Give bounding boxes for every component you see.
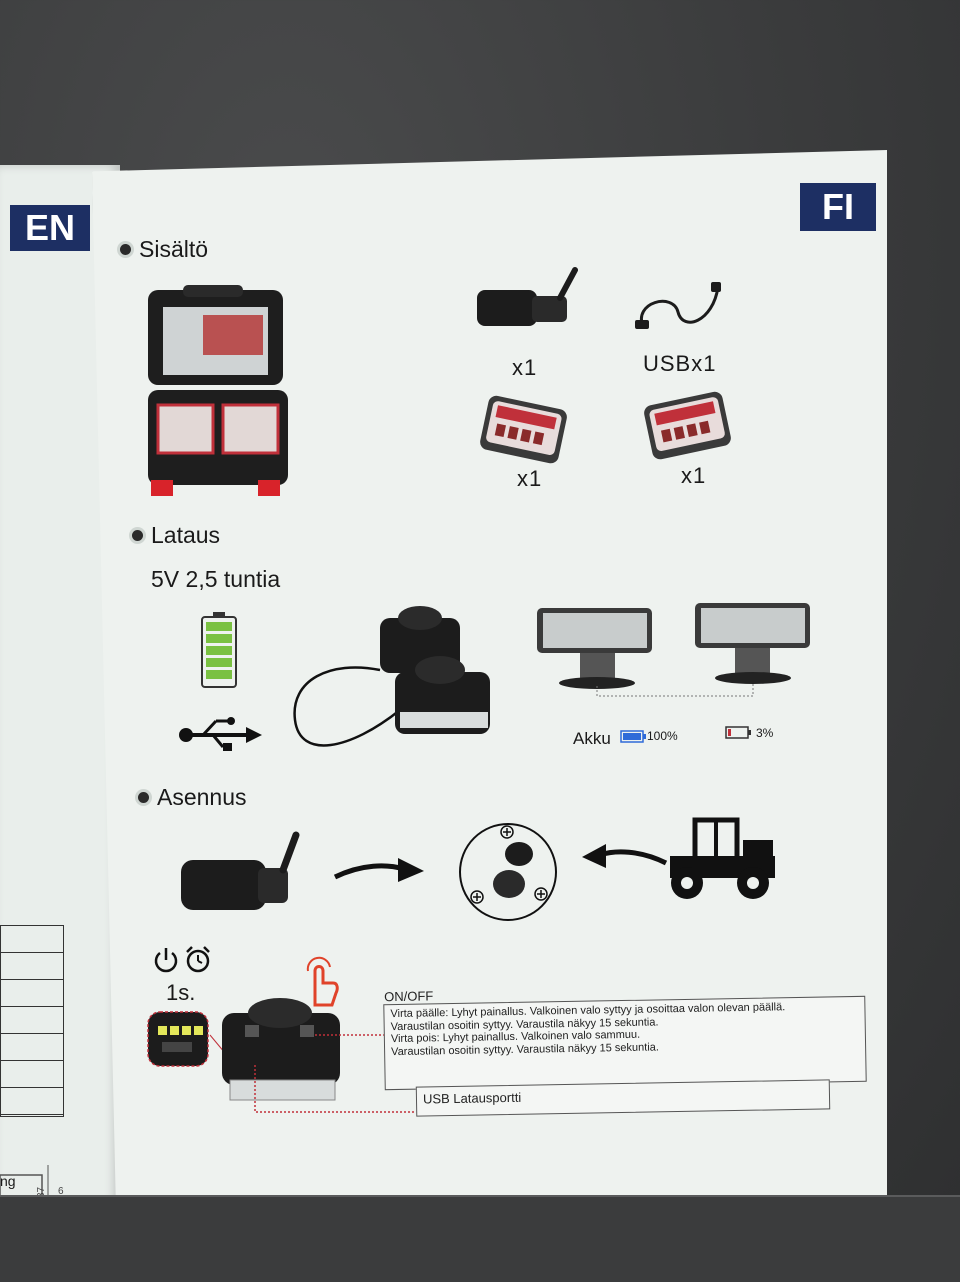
section-heading-installation: Asennus: [138, 784, 247, 811]
carry-case-icon: [148, 285, 288, 496]
battery-full-value: 100%: [647, 729, 678, 743]
press-duration-label: 1s.: [166, 980, 196, 1005]
wireless-plug-icon: [477, 267, 578, 326]
battery-low-icon: [725, 726, 751, 739]
arrow-left-icon: [582, 844, 668, 868]
svg-text:37: 37: [36, 1186, 47, 1198]
light-unit-closeup: [209, 998, 415, 1113]
usb-cable-icon: [635, 282, 721, 329]
section-heading-contents: Sisältö: [120, 236, 208, 263]
en-table: [0, 925, 64, 1117]
language-badge-en: EN: [10, 205, 90, 251]
usb-port-label: USB Latausportti: [422, 1089, 522, 1107]
onoff-title: ON/OFF: [384, 988, 434, 1005]
bullet-icon: [138, 792, 149, 803]
section-title: Sisältö: [139, 236, 209, 262]
trailer-light-right-icon: [644, 391, 731, 460]
battery-low-value: 3%: [756, 726, 774, 740]
power-icon: [154, 948, 178, 973]
quantity-light-right: x1: [681, 463, 707, 488]
arrow-right-icon: [333, 858, 424, 882]
quantity-usb: USBx1: [643, 351, 717, 376]
battery-full-icon: [201, 612, 237, 688]
bullet-icon: [120, 244, 131, 255]
section-title: Asennus: [157, 784, 247, 810]
surface-shelf: [0, 1195, 960, 1282]
svg-text:6: 6: [58, 1186, 64, 1197]
left-footer-fragment: ng: [0, 1173, 16, 1189]
charging-units-illustration: [293, 606, 490, 747]
usb-symbol-icon: [179, 717, 262, 751]
tractor-icon: [670, 817, 775, 899]
section-heading-charging: Lataus: [132, 522, 220, 549]
charging-spec: 5V 2,5 tuntia: [151, 566, 281, 592]
language-badge-fi: FI: [800, 183, 876, 231]
trailer-socket-icon: [459, 823, 557, 921]
indicator-leds-closeup: [147, 1011, 209, 1067]
pointing-hand-icon: [306, 956, 339, 1007]
battery-full-small-icon: [620, 730, 646, 743]
section-title: Lataus: [151, 522, 221, 548]
quantity-plug: x1: [512, 355, 538, 380]
battery-label: Akku: [573, 729, 611, 748]
quantity-light-left: x1: [517, 466, 543, 491]
battery-status-lights-illustration: [537, 603, 810, 697]
onoff-callout: ON/OFF Virta päälle: Lyhyt painallus. Va…: [383, 988, 867, 1091]
trailer-light-left-icon: [480, 395, 567, 464]
bullet-icon: [132, 530, 143, 541]
receiver-plug-icon: [181, 831, 300, 910]
alarm-clock-icon: [186, 946, 210, 973]
